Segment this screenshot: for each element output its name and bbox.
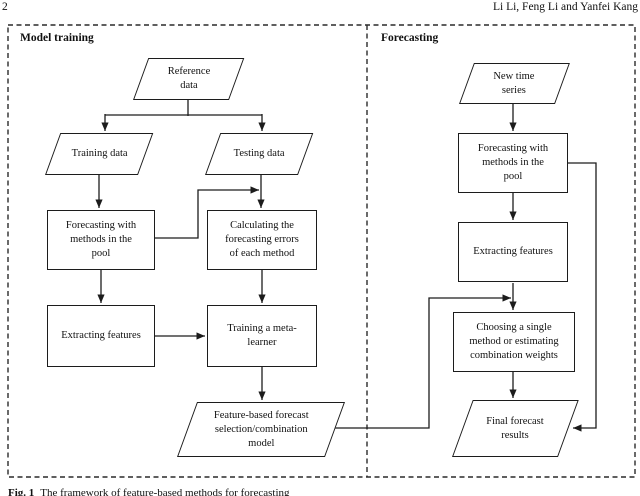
node-label: Testing data	[233, 148, 285, 160]
page-number: 2	[2, 1, 8, 13]
node-training-meta-learner: Training a meta- learner	[207, 305, 317, 367]
figure-caption: Fig. 1 The framework of feature-based met…	[8, 487, 290, 496]
node-reference-data: Reference data	[133, 58, 245, 100]
node-label: New time series	[493, 70, 536, 96]
figure-caption-text: The framework of feature-based methods f…	[40, 487, 290, 496]
node-training-data: Training data	[45, 133, 154, 175]
node-label: Training data	[71, 148, 128, 160]
node-label: Calculating the forecasting errors of ea…	[225, 220, 299, 259]
panel-label-forecasting: Forecasting	[381, 32, 439, 44]
edge-pool2-to-results	[568, 162, 597, 432]
figure-caption-label: Fig. 1	[8, 487, 35, 496]
node-extracting-features-forecast: Extracting features	[458, 222, 568, 282]
node-label: Forecasting with methods in the pool	[65, 220, 137, 259]
node-testing-data: Testing data	[205, 133, 314, 175]
panel-label-model-training: Model training	[20, 32, 94, 44]
node-feature-based-model: Feature-based forecast selection/combina…	[177, 402, 346, 457]
node-label: Feature-based forecast selection/combina…	[213, 409, 309, 449]
node-choosing-method: Choosing a single method or estimating c…	[453, 312, 575, 372]
node-forecasting-pool-forecast: Forecasting with methods in the pool	[458, 133, 568, 193]
node-label: Extracting features	[473, 246, 553, 258]
node-final-forecast-results: Final forecast results	[452, 400, 579, 457]
node-label: Training a meta- learner	[227, 323, 297, 348]
node-label: Forecasting with methods in the pool	[477, 143, 549, 182]
node-new-time-series: New time series	[459, 63, 570, 104]
node-forecasting-pool-train: Forecasting with methods in the pool	[47, 210, 155, 270]
node-label: Extracting features	[61, 330, 141, 342]
node-label: Choosing a single method or estimating c…	[469, 322, 559, 361]
node-extracting-features-train: Extracting features	[47, 305, 155, 367]
node-label: Final forecast results	[486, 415, 545, 441]
page-header: 2 Li Li, Feng Li and Yanfei Kang	[0, 0, 640, 16]
node-label: Reference data	[167, 66, 210, 91]
running-header: Li Li, Feng Li and Yanfei Kang	[492, 1, 638, 13]
node-calculating-errors: Calculating the forecasting errors of ea…	[207, 210, 317, 270]
